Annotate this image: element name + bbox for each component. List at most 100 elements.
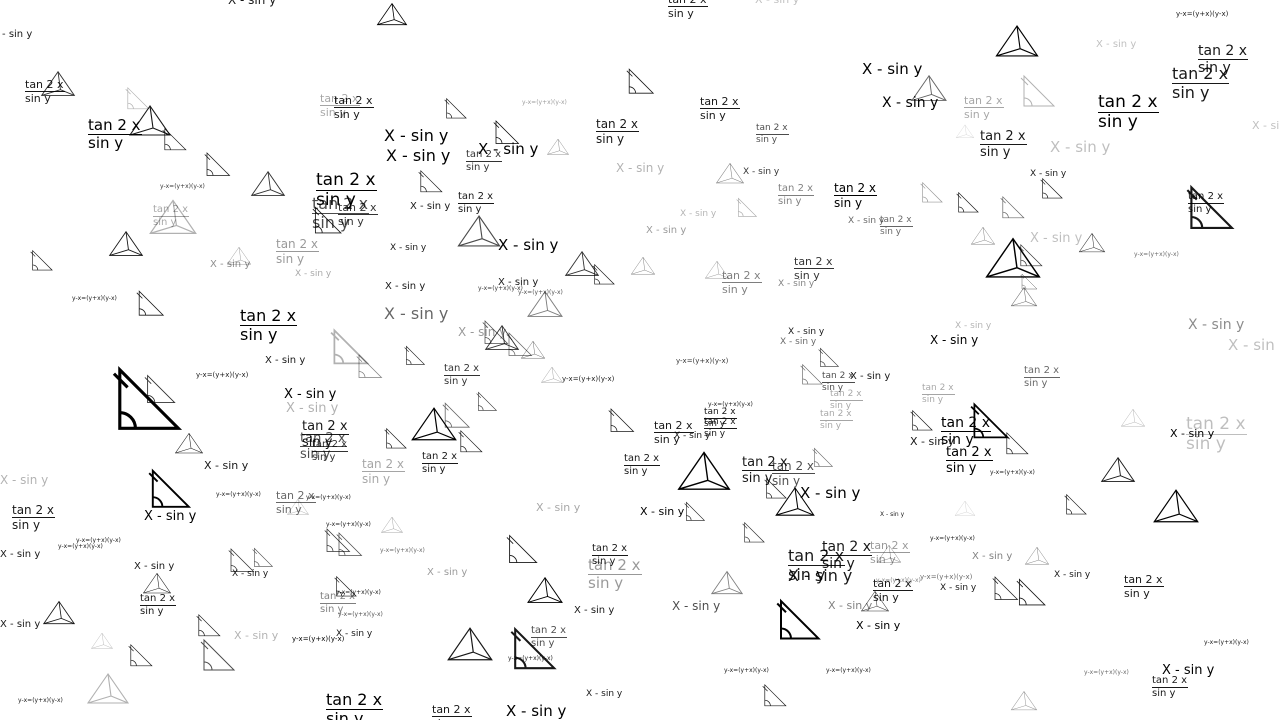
expression-x-minus-sin-y: X - sin y: [640, 505, 685, 518]
expression-x-minus-sin-y: X - sin y: [862, 60, 923, 78]
fraction-numerator: tan 2 x: [1188, 191, 1225, 204]
equation-y-minus-x: y-x=(y+x)(y-x): [72, 295, 117, 302]
fraction-tan-2x-over-sin-y: tan 2 x sin y: [794, 256, 834, 281]
fraction-numerator: tan 2 x: [316, 170, 377, 191]
expression-x-minus-sin-y: X - sin y: [910, 435, 955, 448]
right-triangle-axes-icon: [228, 548, 255, 572]
fraction-denominator: sin y: [596, 132, 625, 146]
fraction-denominator: sin y: [88, 134, 124, 152]
expression-x-minus-sin-y: X - sin y: [1030, 169, 1067, 179]
fraction-numerator: tan 2 x: [312, 439, 349, 452]
fraction-denominator: sin y: [756, 135, 778, 145]
equation-y-minus-x: y-x=(y+x)(y-x): [1204, 639, 1249, 646]
right-triangle-axes-icon: [736, 197, 758, 217]
right-triangle-axes-icon: [1016, 578, 1046, 606]
right-triangle-axes-icon: [992, 576, 1019, 600]
fraction-numerator: tan 2 x: [153, 204, 190, 217]
fraction-numerator: tan 2 x: [830, 389, 863, 401]
fraction-denominator: sin y: [302, 435, 333, 450]
fraction-denominator: sin y: [531, 638, 555, 649]
triangle-pyramid-icon: [527, 290, 563, 317]
expression-x-minus-sin-y: X - sin y: [743, 167, 780, 177]
fraction-denominator: sin y: [592, 556, 616, 567]
fraction-denominator: sin y: [444, 376, 468, 387]
fraction-numerator: tan 2 x: [722, 269, 762, 283]
equation-y-minus-x: y-x=(y+x)(y-x): [292, 635, 345, 643]
fraction-denominator: sin y: [1186, 434, 1226, 454]
fraction-numerator: tan 2 x: [140, 593, 177, 606]
fraction-tan-2x-over-sin-y: tan 2 x sin y: [588, 558, 642, 591]
fraction-numerator: tan 2 x: [531, 625, 568, 638]
expression-x-minus-sin-y: X - sin y: [427, 567, 468, 578]
fraction-numerator: tan 2 x: [794, 255, 834, 269]
expression-x-minus-sin-y: X - sin y: [972, 551, 1013, 562]
right-triangle-axes-icon: [196, 613, 221, 637]
fraction-numerator: tan 2 x: [88, 116, 142, 135]
expression-x-minus-sin-y: X - sin y: [232, 569, 269, 579]
right-triangle-axes-icon: [356, 354, 383, 378]
fraction-tan-2x-over-sin-y: tan 2 x sin y: [362, 458, 406, 485]
fraction-tan-2x-over-sin-y: tan 2 x sin y: [624, 453, 661, 477]
fraction-denominator: sin y: [588, 574, 624, 592]
fraction-tan-2x-over-sin-y: tan 2 x sin y: [922, 384, 955, 405]
fraction-tan-2x-over-sin-y: tan 2 x sin y: [88, 118, 142, 151]
fraction-denominator: sin y: [1188, 204, 1212, 215]
fraction-numerator: tan 2 x: [276, 237, 320, 252]
right-triangle-axes-icon: [458, 429, 483, 453]
triangle-pyramid-icon: [1100, 456, 1136, 482]
expression-x-minus-sin-y: X - sin y: [1188, 317, 1245, 333]
fraction-denominator: sin y: [834, 196, 863, 210]
fraction-numerator: tan 2 x: [624, 453, 661, 466]
fraction-tan-2x-over-sin-y: tan 2 x sin y: [153, 204, 190, 228]
fraction-tan-2x-over-sin-y: tan 2 x sin y: [722, 270, 762, 295]
fraction-tan-2x-over-sin-y: tan 2 x sin y: [873, 578, 913, 603]
fraction-numerator: tan 2 x: [704, 417, 737, 429]
right-triangle-axes-icon: [200, 638, 236, 671]
fraction-tan-2x-over-sin-y: tan 2 x sin y: [312, 439, 349, 463]
right-triangle-axes-icon: [956, 191, 979, 213]
equation-y-minus-x: y-x=(y+x)(y-x): [990, 469, 1035, 476]
fraction-numerator: tan 2 x: [320, 92, 360, 106]
fraction-denominator: sin y: [140, 606, 164, 617]
fraction-tan-2x-over-sin-y: tan 2 x sin y: [742, 456, 789, 485]
triangle-pyramid-icon: [564, 250, 600, 276]
fraction-denominator: sin y: [700, 109, 726, 122]
fraction-tan-2x-over-sin-y: tan 2 x sin y: [326, 690, 384, 720]
fraction-numerator: tan 2 x: [326, 690, 384, 710]
triangle-pyramid-icon: [42, 600, 76, 625]
expression-x-minus-sin-y: X - sin y: [458, 325, 507, 339]
right-triangle-axes-icon: [1040, 177, 1063, 199]
triangle-pyramid-icon: [457, 215, 501, 247]
right-triangle-axes-icon: [1018, 243, 1043, 267]
expression-x-minus-sin-y: X - sin y: [930, 333, 979, 347]
fraction-tan-2x-over-sin-y: tan 2 x sin y: [654, 420, 694, 445]
equation-y-minus-x: y-x=(y+x)(y-x): [196, 371, 249, 379]
fraction-numerator: tan 2 x: [1172, 64, 1230, 84]
fraction-numerator: tan 2 x: [880, 215, 913, 227]
fraction-numerator: tan 2 x: [1024, 365, 1061, 378]
expression-x-minus-sin-y: X - sin y: [574, 605, 615, 616]
triangle-pyramid-icon: [484, 324, 520, 350]
fraction-denominator: sin y: [276, 252, 305, 266]
triangle-pyramid-icon: [40, 70, 76, 96]
expression-x-minus-sin-y: X - sin y: [755, 0, 799, 5]
fraction-tan-2x-over-sin-y: tan 2 x sin y: [788, 548, 846, 583]
right-triangle-axes-icon: [204, 152, 231, 176]
triangle-pyramid-icon: [985, 237, 1041, 278]
fraction-denominator: sin y: [820, 421, 842, 431]
fraction-denominator: sin y: [922, 395, 944, 405]
triangle-pyramid-icon: [128, 105, 172, 136]
expression-x-minus-sin-y: X - sin y: [788, 566, 853, 585]
equation-y-minus-x: y-x=(y+x)(y-x): [724, 667, 769, 674]
right-triangle-axes-icon: [128, 643, 153, 667]
fraction-denominator: sin y: [794, 269, 820, 282]
expression-x-minus-sin-y: X - sin y: [0, 473, 49, 487]
fraction-denominator: sin y: [422, 464, 446, 475]
fraction-numerator: tan 2 x: [1098, 92, 1159, 113]
fraction-denominator: sin y: [778, 196, 802, 207]
fraction-numerator: tan 2 x: [772, 459, 816, 474]
fraction-tan-2x-over-sin-y: tan 2 x sin y: [12, 504, 56, 531]
expression-x-minus-sin-y: X - sin y: [498, 236, 559, 254]
right-triangle-axes-icon: [1064, 493, 1087, 515]
fraction-numerator: tan 2 x: [432, 703, 472, 717]
